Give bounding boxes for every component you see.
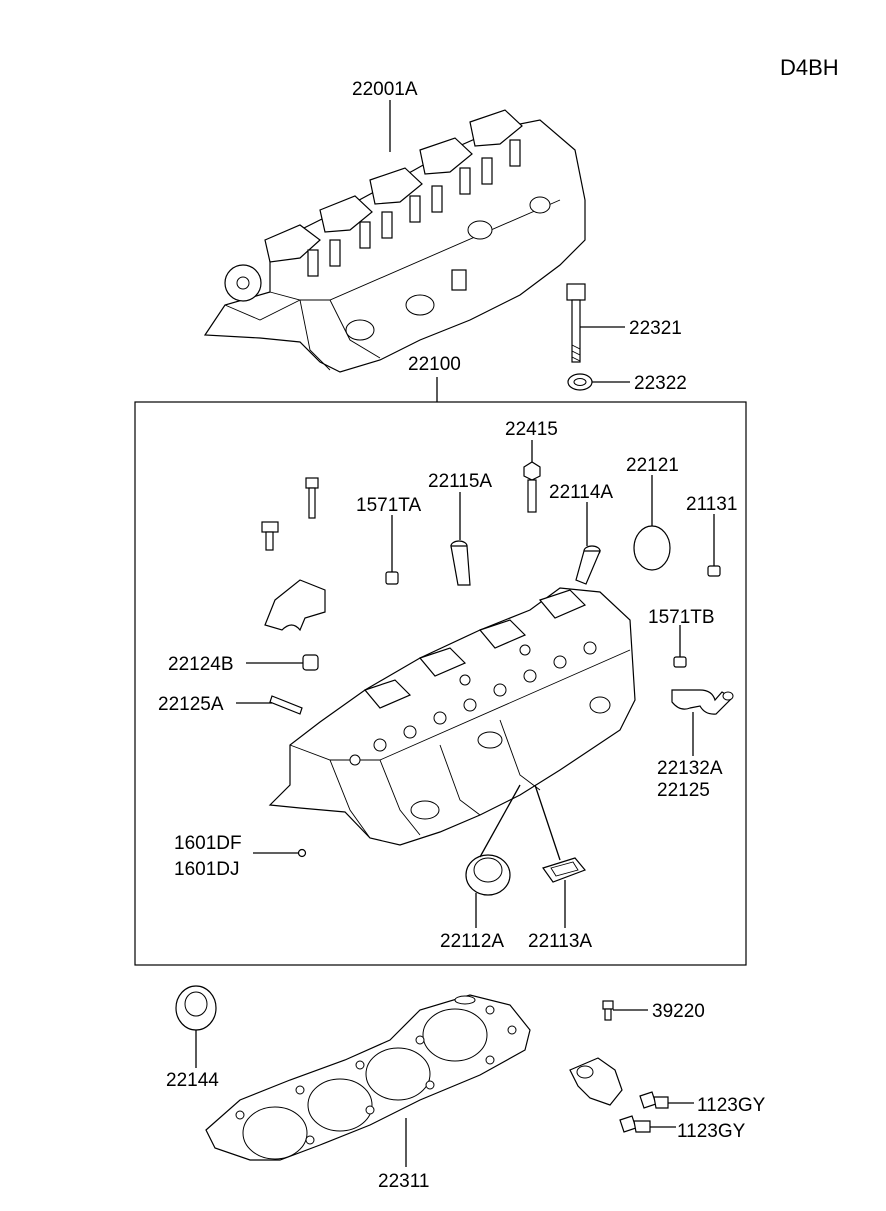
label-guide-b[interactable]: 22114A (549, 482, 613, 503)
label-group[interactable]: 22100 (408, 354, 461, 375)
seal-a-drawing[interactable] (465, 854, 511, 896)
label-plug-1571ta[interactable]: 1571TA (356, 495, 421, 516)
washer-drawing[interactable] (567, 373, 593, 391)
cylinder-head-drawing[interactable] (268, 587, 636, 846)
label-pin-a[interactable]: 1601DF (174, 833, 242, 854)
cap-drawing[interactable] (633, 525, 671, 571)
label-gasket[interactable]: 22311 (378, 1171, 429, 1192)
small-bolt-a-drawing[interactable] (305, 477, 319, 519)
plug-1571tb-drawing[interactable] (673, 656, 687, 668)
label-oil-seal[interactable]: 22144 (166, 1070, 219, 1091)
bolt-gy-2-drawing[interactable] (619, 1115, 651, 1133)
label-bolt-22415[interactable]: 22415 (505, 419, 558, 440)
label-plug-21131[interactable]: 21131 (686, 494, 737, 515)
label-seal-b[interactable]: 22113A (528, 931, 592, 952)
bearing-cap-drawing[interactable] (264, 579, 326, 632)
bolt-22415-drawing[interactable] (523, 461, 541, 513)
label-plug-1571tb[interactable]: 1571TB (648, 607, 715, 628)
label-bolt-long[interactable]: 22321 (629, 318, 682, 339)
guide-a-drawing[interactable] (450, 540, 471, 586)
label-seal-a[interactable]: 22112A (440, 931, 504, 952)
label-cap[interactable]: 22121 (626, 455, 679, 476)
dowel-drawing[interactable] (302, 654, 319, 671)
bolt-gy-1-drawing[interactable] (639, 1091, 669, 1109)
bolt-22321-drawing[interactable] (566, 283, 586, 363)
label-elbow-a[interactable]: 22132A (657, 758, 723, 779)
label-stud[interactable]: 22125A (158, 694, 224, 715)
head-gasket-drawing[interactable] (205, 994, 531, 1161)
label-washer[interactable]: 22322 (634, 373, 687, 394)
label-rocker-assy[interactable]: 22001A (352, 79, 418, 100)
group-box (134, 401, 747, 966)
stud-drawing[interactable] (269, 695, 303, 715)
model-code: D4BH (780, 55, 839, 80)
label-dowel[interactable]: 22124B (168, 654, 234, 675)
oil-seal-drawing[interactable] (175, 985, 217, 1031)
label-elbow-b[interactable]: 22125 (657, 780, 710, 801)
rocker-assembly-drawing[interactable] (203, 109, 586, 373)
pin-drawing[interactable] (297, 848, 307, 858)
label-sensor[interactable]: 39220 (652, 1001, 705, 1022)
sensor-drawing[interactable] (602, 1000, 614, 1021)
plug-21131-drawing[interactable] (707, 565, 721, 577)
elbow-drawing[interactable] (671, 689, 734, 715)
seal-b-drawing[interactable] (542, 857, 587, 883)
label-guide-a[interactable]: 22115A (428, 471, 492, 492)
label-bolt-gy-1[interactable]: 1123GY (697, 1095, 766, 1116)
label-bolt-gy-2[interactable]: 1123GY (677, 1121, 746, 1142)
thermostat-housing-drawing[interactable] (569, 1057, 623, 1106)
label-pin-b[interactable]: 1601DJ (174, 859, 240, 880)
small-bolt-b-drawing[interactable] (261, 521, 279, 551)
plug-1571ta-drawing[interactable] (385, 571, 399, 585)
guide-b-drawing[interactable] (575, 545, 601, 585)
